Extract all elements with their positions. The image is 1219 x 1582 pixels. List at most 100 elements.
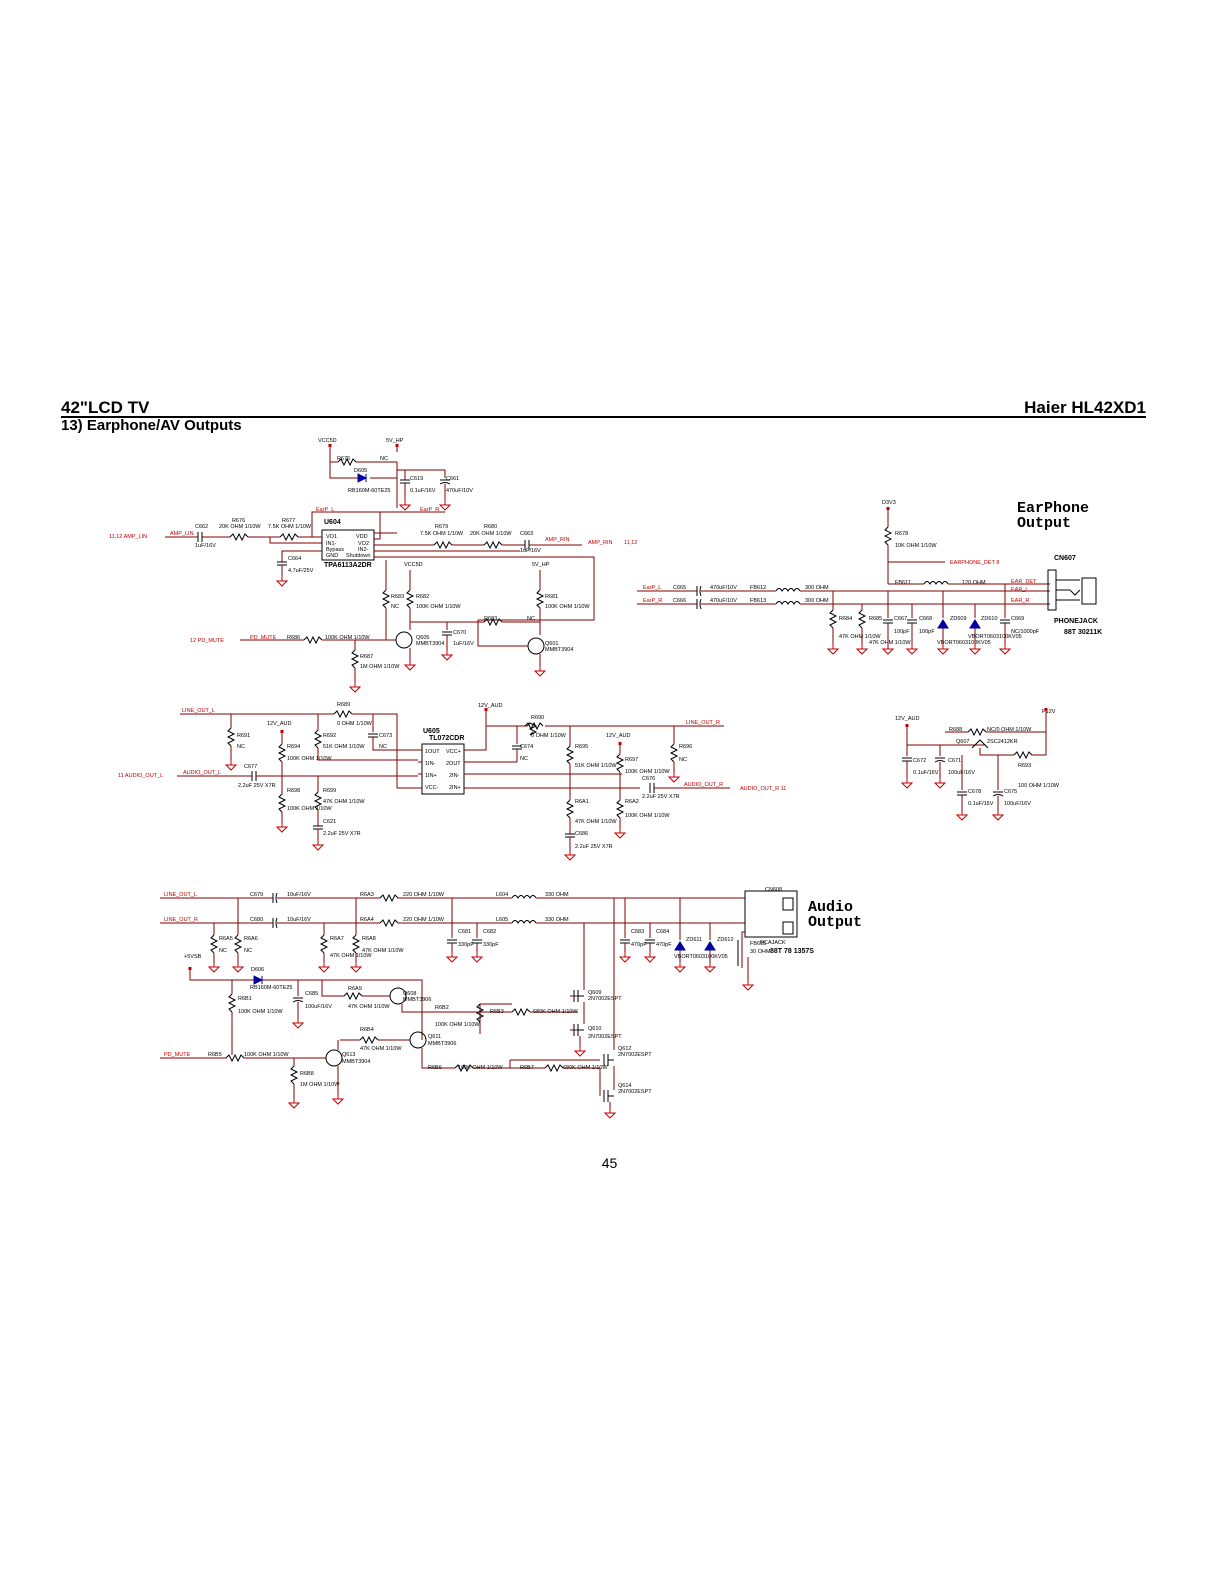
label-d3v3: D3V3 [882, 500, 896, 506]
label-r633: R683 [391, 594, 404, 600]
u605-pin-vcc-minus: VCC- [425, 785, 439, 791]
label-audio-out-r-port: AUDIO_OUT_R 11 [740, 786, 786, 792]
label-pd-mute-audio: PD_MUTE [164, 1052, 191, 1058]
u605-pin-2in-minus: 2IN- [449, 773, 460, 779]
label-r697-val: 100K OHM 1/10W [625, 769, 670, 775]
label-r694-val: 100K OHM 1/10W [287, 756, 332, 762]
label-r694: R694 [287, 744, 300, 750]
label-nc-c673: NC [379, 744, 387, 750]
label-u605-part: TL072CDR [429, 735, 464, 742]
label-rcajack: RCAJACK [760, 940, 786, 946]
label-earphone-det: EARPHONE_DET 8 [950, 560, 999, 566]
label-r695: R695 [575, 744, 588, 750]
label-q608: Q608 [403, 991, 416, 997]
label-r6a2-val: 100K OHM 1/10W [625, 813, 670, 819]
label-r692-val: 51K OHM 1/10W [323, 744, 365, 750]
label-r6b8: R6B8 [300, 1071, 314, 1077]
label-c670: C670 [453, 630, 466, 636]
label-amp-lin-net: AMP_LIN [170, 531, 194, 537]
line-out-section: LINE_OUT_L R689 0 OHM 1/10W 12V_AUD R691… [118, 702, 786, 861]
label-u605: U605 [423, 728, 440, 735]
label-r683: R683 [484, 616, 497, 622]
label-r6a3: R6A3 [360, 892, 374, 898]
label-r6a7-val: 47K OHM 1/10W [330, 953, 372, 959]
label-c661-val: 470uF/10V [446, 488, 473, 494]
label-q612-val: 2N7002ESPT [618, 1052, 652, 1058]
label-r699-val: 47K OHM 1/10W [323, 799, 365, 805]
label-r677: R677 [282, 518, 295, 524]
u605-pin-2in-plus: 2IN+ [449, 785, 461, 791]
label-ear-l: EAR_L [1011, 587, 1028, 593]
label-c679: C679 [250, 892, 263, 898]
label-r693: R693 [1018, 763, 1031, 769]
label-r676: R676 [232, 518, 245, 524]
label-fb612: FB612 [750, 585, 766, 591]
label-r696: R696 [679, 744, 692, 750]
label-r687: R687 [360, 654, 373, 660]
label-c663-val: 1uF/16V [520, 548, 541, 554]
label-earp-l: EarP_L [316, 507, 334, 513]
label-c672-val: 0.1uF/16V [913, 770, 939, 776]
label-r698-val: 100K OHM 1/10W [287, 806, 332, 812]
label-c619-val: 0.1uF/16V [410, 488, 436, 494]
label-c686-val: 2.2uF 25V X7R [575, 844, 613, 850]
label-q605: Q605 [416, 635, 429, 641]
label-r6b2-val: 100K OHM 1/10W [435, 1022, 480, 1028]
section-title: 13) Earphone/AV Outputs [61, 417, 242, 434]
label-c666: C666 [673, 598, 686, 604]
label-nc-r6a6: NC [244, 948, 252, 954]
label-r678: R678 [895, 531, 908, 537]
label-q605-val: MMBT3904 [416, 641, 444, 647]
label-r6b1-val: 100K OHM 1/10W [238, 1009, 283, 1015]
label-cn607: CN607 [1054, 555, 1076, 562]
earphone-output-title-1: EarPhone [1017, 500, 1089, 517]
label-q611: Q611 [428, 1034, 441, 1040]
label-r6b1: R6B1 [238, 996, 252, 1002]
label-r680-val: 20K OHM 1/10W [470, 531, 512, 537]
u604-pin-vo2: VO2 [358, 541, 369, 547]
label-r695-val: 51K OHM 1/10W [575, 763, 617, 769]
label-r6a8: R6A8 [362, 936, 376, 942]
label-r685-val: 47K OHM 1/10W [869, 640, 911, 646]
header-model-title: 42"LCD TV [61, 398, 150, 417]
label-q608-val: MMBT3906 [403, 997, 431, 1003]
label-q607: Q607 [956, 739, 969, 745]
label-pd-mute-net: PD_MUTE [250, 635, 277, 641]
label-c675-val: 100uF/16V [1004, 801, 1031, 807]
label-ear-det: EAR_DET [1011, 579, 1037, 585]
label-r6b6: R6B6 [428, 1065, 442, 1071]
label-c662: C662 [195, 524, 208, 530]
d606-diode-icon [253, 975, 264, 985]
label-5vsb: +5VSB [184, 954, 202, 960]
label-r688: R688 [949, 727, 962, 733]
label-l604: L604 [496, 892, 508, 898]
label-c682: C682 [483, 929, 496, 935]
label-c669: C669 [1011, 616, 1024, 622]
u604-pin-in1: IN1- [326, 541, 337, 547]
label-u604-part: TPA6113A2DR [324, 562, 372, 569]
label-nc-r683: NC [527, 616, 535, 622]
label-c667: C667 [894, 616, 907, 622]
label-q614-val: 2N7002ESPT [618, 1089, 652, 1095]
label-5v-hp: 5V_HP [386, 438, 404, 444]
label-rcajack-code: 88T 78 1357S [770, 948, 814, 955]
power-filter-section: 12V_AUD P12V C672 0.1uF/16V C671 100uF/1… [895, 707, 1060, 821]
label-r682-val: 100K OHM 1/10W [416, 604, 461, 610]
label-r6b2: R6B2 [435, 1005, 449, 1011]
cn608-connector-body [744, 890, 798, 938]
label-line-out-r: LINE_OUT_R [686, 720, 720, 726]
label-12v-aud-pwr: 12V_AUD [895, 716, 919, 722]
label-c668-val: 100pF [919, 629, 935, 635]
label-l604-val: 330 OHM [545, 892, 569, 898]
label-earp-r: EarP_R [420, 507, 439, 513]
label-c672: C672 [913, 758, 926, 764]
label-r681-val: 100K OHM 1/10W [545, 604, 590, 610]
label-phonejack-code: 88T 30211K [1064, 629, 1102, 636]
label-earp-r-2: EarP_R [643, 598, 662, 604]
label-r699: R699 [323, 788, 336, 794]
label-q601-val: MMBT3904 [545, 647, 573, 653]
label-r6b5-val: 100K OHM 1/10W [244, 1052, 289, 1058]
label-ear-r: EAR_R [1011, 598, 1029, 604]
label-r697: R697 [625, 757, 638, 763]
